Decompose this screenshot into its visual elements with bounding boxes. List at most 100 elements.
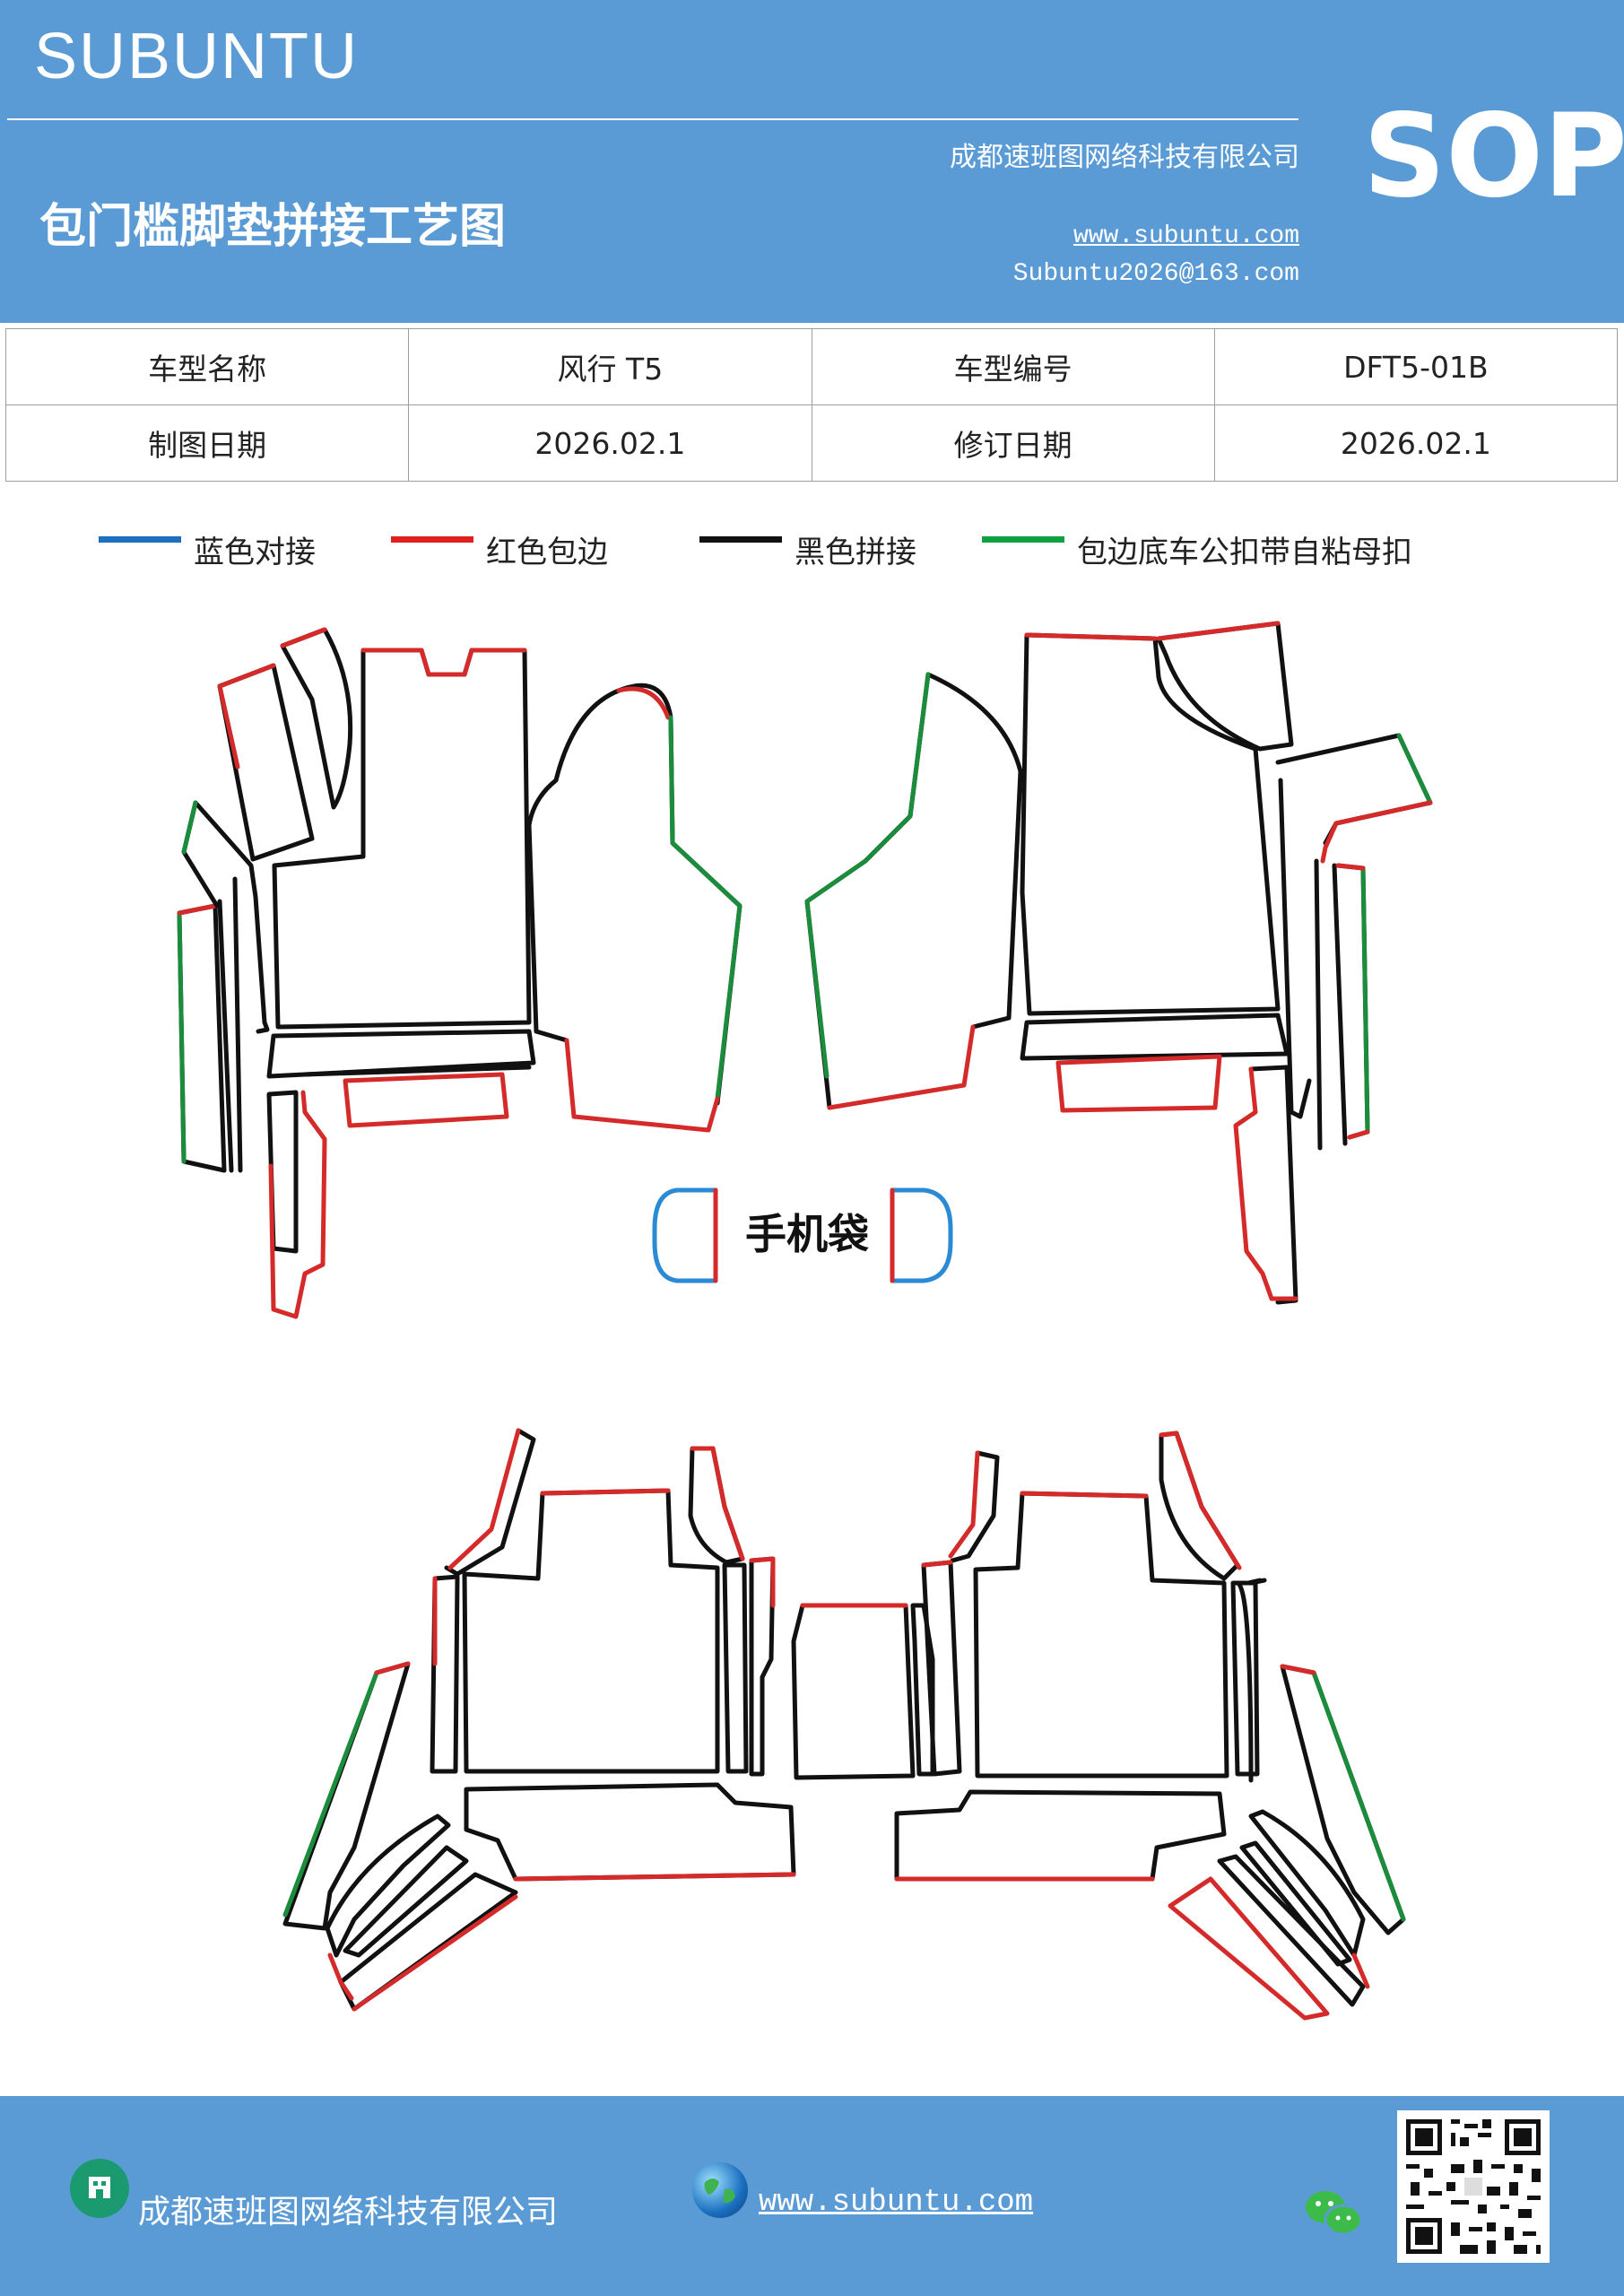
- mat-piece: [1248, 1065, 1298, 1305]
- mat-piece: [1332, 863, 1348, 1146]
- legend-label: 黑色拼接: [795, 535, 916, 570]
- mat-piece: [1156, 621, 1294, 752]
- mat-piece: [894, 1789, 1227, 1882]
- mat-piece: [921, 1560, 962, 1777]
- mat-piece: [791, 1603, 916, 1780]
- mat-piece: [827, 1024, 976, 1110]
- pocket-right: [890, 1187, 953, 1283]
- mat-piece: [1024, 632, 1158, 641]
- mat-piece: [925, 672, 1023, 1030]
- mat-piece: [268, 1090, 327, 1319]
- front-left-mats: [177, 627, 743, 1319]
- mat-piece: [217, 663, 276, 770]
- mat-piece: [513, 1872, 796, 1882]
- mat-piece: [1020, 1013, 1290, 1061]
- mat-piece: [1335, 863, 1370, 1140]
- header-divider: [7, 118, 1298, 120]
- footer-company: 成都速班图网络科技有限公司: [138, 2194, 559, 2231]
- legend-swatch: [982, 536, 1064, 543]
- legend-swatch: [99, 536, 181, 543]
- mat-piece: [1055, 1054, 1222, 1113]
- mat-piece: [950, 1450, 1000, 1563]
- mat-piece: [948, 1450, 980, 1559]
- mat-piece: [177, 910, 187, 1164]
- mat-piece: [430, 1574, 460, 1774]
- mat-piece: [616, 683, 743, 1106]
- mat-piece: [217, 899, 234, 1173]
- mat-piece: [280, 627, 353, 810]
- legend-label: 红色包边: [486, 535, 608, 570]
- table-cell: 修订日期: [811, 404, 1215, 482]
- legend-swatch: [699, 536, 782, 543]
- mat-piece: [447, 1428, 521, 1570]
- wechat-icon[interactable]: [1302, 2186, 1365, 2239]
- mat-piece: [343, 1845, 469, 1958]
- header-company: 成都速班图网络科技有限公司: [950, 142, 1299, 173]
- mat-piece: [1159, 1431, 1242, 1570]
- building-icon: [70, 2159, 129, 2218]
- mat-piece: [540, 1488, 671, 1496]
- mat-piece: [973, 1491, 1229, 1779]
- pocket-left: [652, 1187, 718, 1283]
- legend-swatch: [391, 536, 473, 543]
- mat-piece: [1314, 858, 1323, 1151]
- table-cell: 制图日期: [4, 404, 410, 482]
- qr-code: [1397, 2110, 1550, 2263]
- mat-piece: [1396, 733, 1433, 805]
- vehicle-info-table: 车型名称 风行 T5 车型编号 DFT5-01B 制图日期 2026.02.1 …: [4, 328, 1619, 482]
- pocket-label: 手机袋: [745, 1210, 869, 1258]
- mat-piece: [1311, 1670, 1406, 1922]
- mat-piece: [1278, 778, 1312, 1119]
- table-cell: DFT5-01B: [1213, 328, 1619, 405]
- mat-piece: [280, 627, 327, 648]
- mat-piece: [1020, 632, 1281, 1016]
- mat-piece: [302, 1065, 532, 1077]
- table-cell: 2026.02.1: [408, 404, 812, 482]
- mat-piece: [921, 1560, 953, 1568]
- mat-piece: [232, 876, 243, 1173]
- rear-center-mat: [791, 1603, 935, 1780]
- globe-icon: [692, 2162, 748, 2218]
- mat-piece: [564, 1038, 720, 1133]
- mat-piece: [1248, 1809, 1366, 1958]
- phone-pocket: 手机袋: [652, 1187, 953, 1283]
- mat-piece: [1280, 1664, 1406, 1935]
- mat-piece: [327, 1952, 354, 2001]
- mat-piece: [1020, 1491, 1149, 1499]
- rear-right-mats: [894, 1431, 1406, 2021]
- header-email-link[interactable]: Subuntu2026@163.com: [1012, 260, 1299, 288]
- mat-piece: [217, 663, 315, 862]
- mat-piece: [1235, 1578, 1267, 1783]
- legend-label: 包边底车公扣带自粘母扣: [1077, 535, 1412, 570]
- footer-website-link[interactable]: www.subuntu.com: [759, 2186, 1034, 2220]
- mat-piece: [282, 1670, 379, 1918]
- mat-piece: [1351, 1952, 1370, 1989]
- front-right-mats: [804, 621, 1433, 1305]
- mat-piece: [464, 1782, 796, 1882]
- mat-piece: [1320, 800, 1433, 864]
- table-cell: 车型名称: [4, 328, 410, 405]
- mat-piece: [749, 1556, 776, 1608]
- sop-badge: SOP: [1363, 90, 1624, 223]
- mat-piece: [1280, 1664, 1316, 1675]
- mat-piece: [282, 1661, 411, 1931]
- table-cell: 2026.02.1: [1213, 404, 1619, 482]
- mat-piece: [325, 1813, 451, 1958]
- header-website-link[interactable]: www.subuntu.com: [1073, 222, 1299, 250]
- mat-piece: [1168, 1876, 1330, 2021]
- mat-piece: [1246, 1578, 1263, 1586]
- rear-left-mats: [282, 1428, 796, 2012]
- document-title: 包门槛脚垫拼接工艺图: [39, 200, 507, 254]
- mat-piece: [1360, 865, 1370, 1135]
- mat-piece: [266, 1029, 536, 1079]
- mat-piece: [1217, 1854, 1366, 2007]
- mat-piece: [374, 1661, 411, 1675]
- table-cell: 车型编号: [811, 328, 1215, 405]
- mat-piece: [444, 1428, 536, 1577]
- legend-label: 蓝色对接: [194, 535, 316, 570]
- mat-piece: [352, 1894, 518, 2012]
- mat-piece: [526, 688, 621, 1043]
- mat-piece: [177, 903, 227, 1173]
- mat-piece: [419, 648, 474, 677]
